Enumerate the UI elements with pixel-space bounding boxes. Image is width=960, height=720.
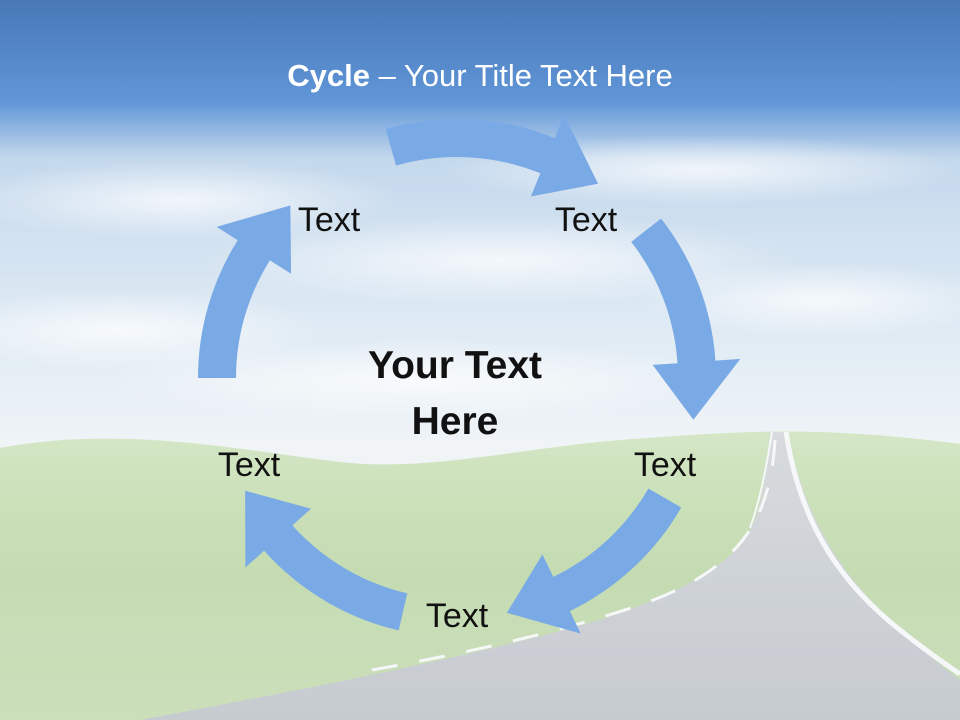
center-text-line-1: Your Text xyxy=(367,344,543,387)
title-bold: Cycle xyxy=(287,58,370,93)
cycle-node-label-2: Text xyxy=(554,201,618,239)
cycle-arrow-1 xyxy=(385,115,599,197)
title-rest: – Your Title Text Here xyxy=(370,58,673,93)
center-text-line-2: Here xyxy=(411,400,499,443)
slide-title: Cycle – Your Title Text Here xyxy=(0,54,960,98)
cycle-arrow-3 xyxy=(506,488,682,634)
cycle-node-label-3: Text xyxy=(633,446,697,484)
cycle-node-label-4: Text xyxy=(425,597,489,635)
cycle-arrow-4 xyxy=(245,490,408,631)
cycle-node-label-1: Text xyxy=(297,201,361,239)
cycle-arrow-5 xyxy=(198,205,292,378)
center-text: Your Text Here xyxy=(305,338,605,450)
cycle-arrow-2 xyxy=(631,218,741,420)
cycle-node-label-5: Text xyxy=(217,446,281,484)
